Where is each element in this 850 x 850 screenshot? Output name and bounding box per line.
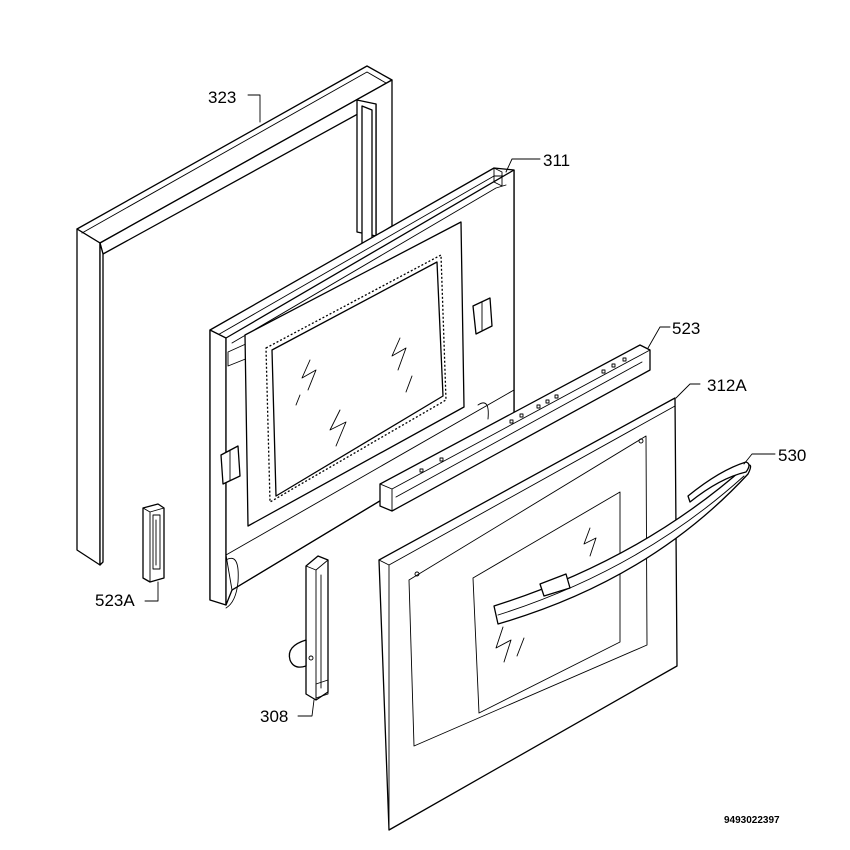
drawing-code: 9493022397 [724,815,780,826]
label-530: 530 [778,446,806,465]
part-530-handle [493,461,752,625]
label-312A: 312A [707,376,747,395]
part-523-rail [379,344,651,512]
label-308: 308 [260,707,288,726]
rail-slots [419,357,627,473]
label-523A: 523A [95,591,135,610]
part-311-inner-panel [209,167,515,609]
leader-lines [144,94,776,717]
label-323: 323 [208,88,236,107]
part-308-hinge [288,555,329,701]
label-311: 311 [543,151,570,170]
label-523: 523 [672,319,700,338]
part-523A-clip [142,503,165,583]
